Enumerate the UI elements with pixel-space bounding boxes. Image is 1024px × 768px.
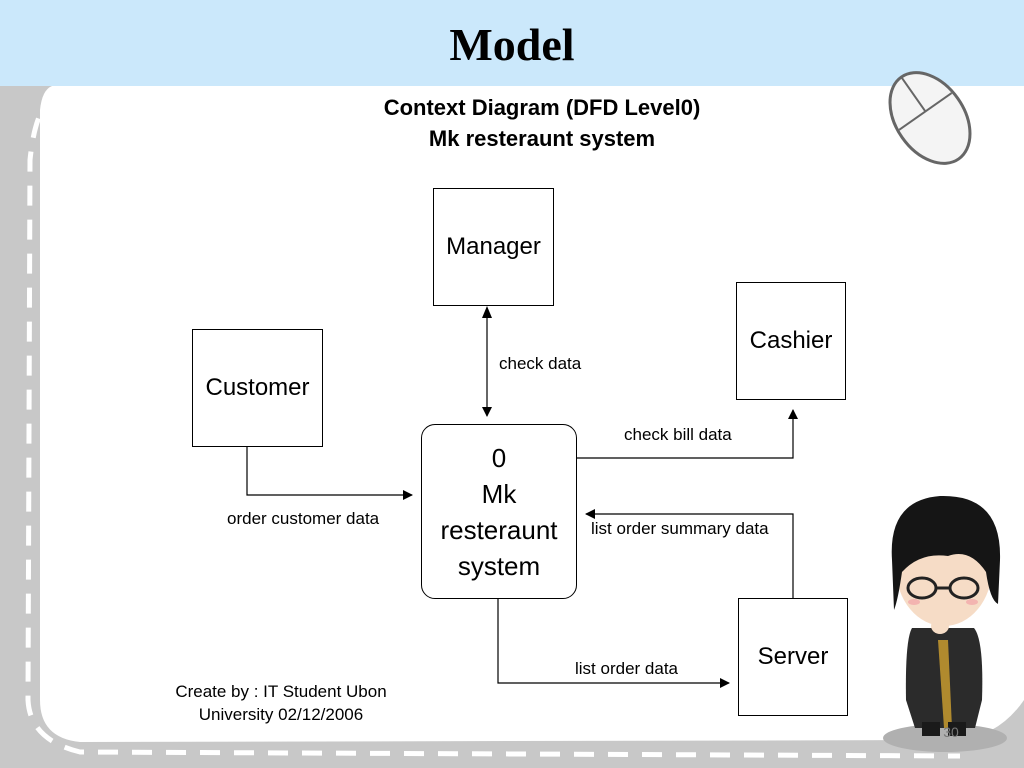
flow-arrowhead-to-manager bbox=[482, 306, 492, 318]
flow-label-check-data: check data bbox=[499, 354, 582, 373]
process-label-line-1: Mk bbox=[481, 478, 517, 509]
process-label-line-2: resteraunt bbox=[440, 514, 558, 545]
diagram-title-line-2: Mk resteraunt system bbox=[428, 126, 656, 151]
flow-label-list-order-data: list order data bbox=[575, 659, 678, 678]
entity-server: Server bbox=[738, 598, 848, 716]
credit-line-2: University 02/12/2006 bbox=[198, 705, 364, 724]
flow-label-order-customer-data: order customer data bbox=[227, 509, 380, 528]
page-number: 30 bbox=[943, 724, 959, 740]
entity-customer: Customer bbox=[192, 329, 323, 447]
process-mk-resteraunt-system: 0 Mk resteraunt system bbox=[421, 424, 577, 599]
credit-line-1: Create by : IT Student Ubon bbox=[175, 682, 387, 701]
slide-title: Model bbox=[449, 19, 575, 70]
entity-cashier: Cashier bbox=[736, 282, 846, 400]
slide-header bbox=[0, 0, 1024, 86]
diagram-title-line-1: Context Diagram (DFD Level0) bbox=[383, 95, 701, 120]
process-number: 0 bbox=[491, 442, 507, 473]
flow-label-list-order-summary-data: list order summary data bbox=[591, 519, 769, 538]
flow-label-check-bill-data: check bill data bbox=[624, 425, 732, 444]
entity-manager: Manager bbox=[433, 188, 554, 306]
flow-arrow-server-process bbox=[585, 509, 794, 598]
diagram-title: Context Diagram (DFD Level0) Mk resterau… bbox=[292, 92, 792, 154]
flow-arrow-process-server bbox=[497, 599, 730, 688]
flow-arrow-customer-process bbox=[246, 447, 413, 500]
process-label-line-3: system bbox=[457, 550, 541, 581]
credit-text: Create by : IT Student Ubon University 0… bbox=[150, 680, 412, 726]
flow-arrow-process-cashier bbox=[577, 409, 798, 459]
